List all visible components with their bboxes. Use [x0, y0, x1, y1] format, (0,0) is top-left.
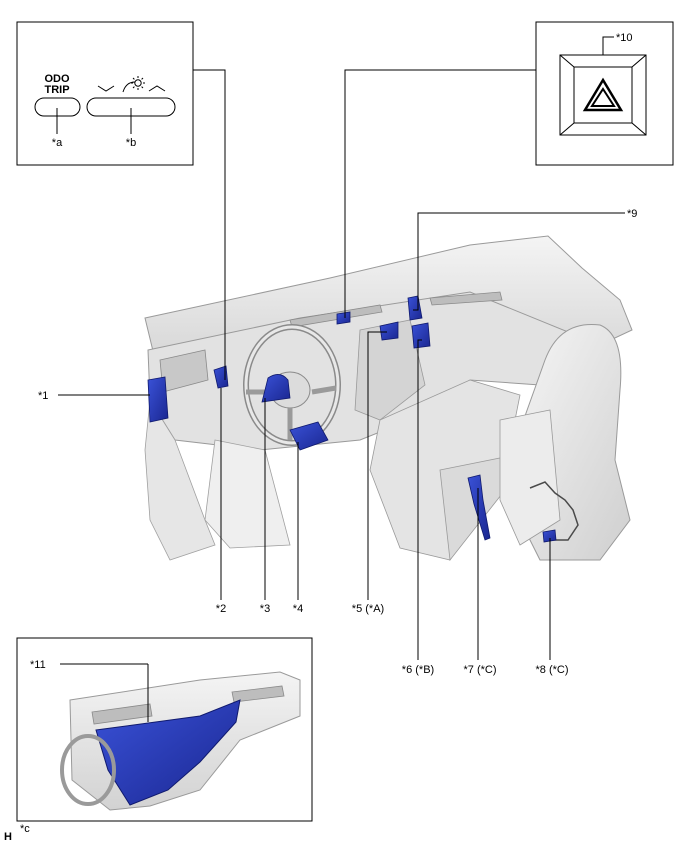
knee-inset-wheel	[60, 734, 116, 806]
label-11: *11	[30, 659, 46, 671]
component-8	[542, 529, 557, 543]
leader-10	[602, 36, 614, 55]
callout-5: *5 (*A)	[352, 603, 384, 615]
callout-6: *6 (*B)	[402, 664, 434, 676]
hazard-switch-inner	[573, 66, 633, 124]
label-a: *a	[52, 137, 63, 149]
callout-3: *3	[260, 603, 270, 615]
vehicle-interior	[144, 235, 633, 562]
callout-8: *8 (*C)	[535, 664, 568, 676]
component-7	[467, 474, 491, 541]
label-b: *b	[126, 137, 136, 149]
components	[147, 295, 557, 543]
callout-1: *1	[38, 390, 48, 402]
figure-letter: H	[4, 831, 12, 843]
callout-7: *7 (*C)	[463, 664, 496, 676]
footwell-floor	[204, 439, 291, 549]
component-3	[261, 374, 291, 403]
label-c: *c	[20, 823, 30, 835]
leader-9	[413, 212, 625, 311]
component-4	[289, 421, 329, 451]
component-1	[147, 376, 169, 423]
switch-inset: ODO TRIP *a *b	[16, 21, 194, 166]
callout-4: *4	[293, 603, 303, 615]
component-11	[95, 699, 241, 806]
label-10: *10	[616, 32, 633, 44]
callout-9: *9	[627, 208, 637, 220]
leader-switch-inset	[193, 69, 226, 380]
switch-inset-frame	[16, 21, 194, 166]
footwell-left	[144, 398, 216, 561]
leader-6	[417, 339, 422, 660]
seatbelt-wire	[529, 481, 579, 541]
leader-hazard-inset	[344, 69, 536, 318]
component-5	[379, 321, 399, 341]
center-stack	[354, 319, 426, 421]
odo-text: ODO	[44, 73, 70, 85]
knee-airbag-inset: *11	[16, 637, 313, 822]
hazard-inset: *10	[535, 21, 674, 166]
leader-5	[367, 331, 387, 600]
callout-2: *2	[216, 603, 226, 615]
hazard-triangle-icon	[582, 77, 624, 112]
dash-brightness-icon	[97, 76, 166, 93]
component-10-switch	[336, 311, 351, 325]
leader-lines	[58, 69, 625, 660]
seat-cushion	[499, 409, 561, 546]
trip-text: TRIP	[44, 84, 69, 96]
component-6	[411, 322, 431, 349]
